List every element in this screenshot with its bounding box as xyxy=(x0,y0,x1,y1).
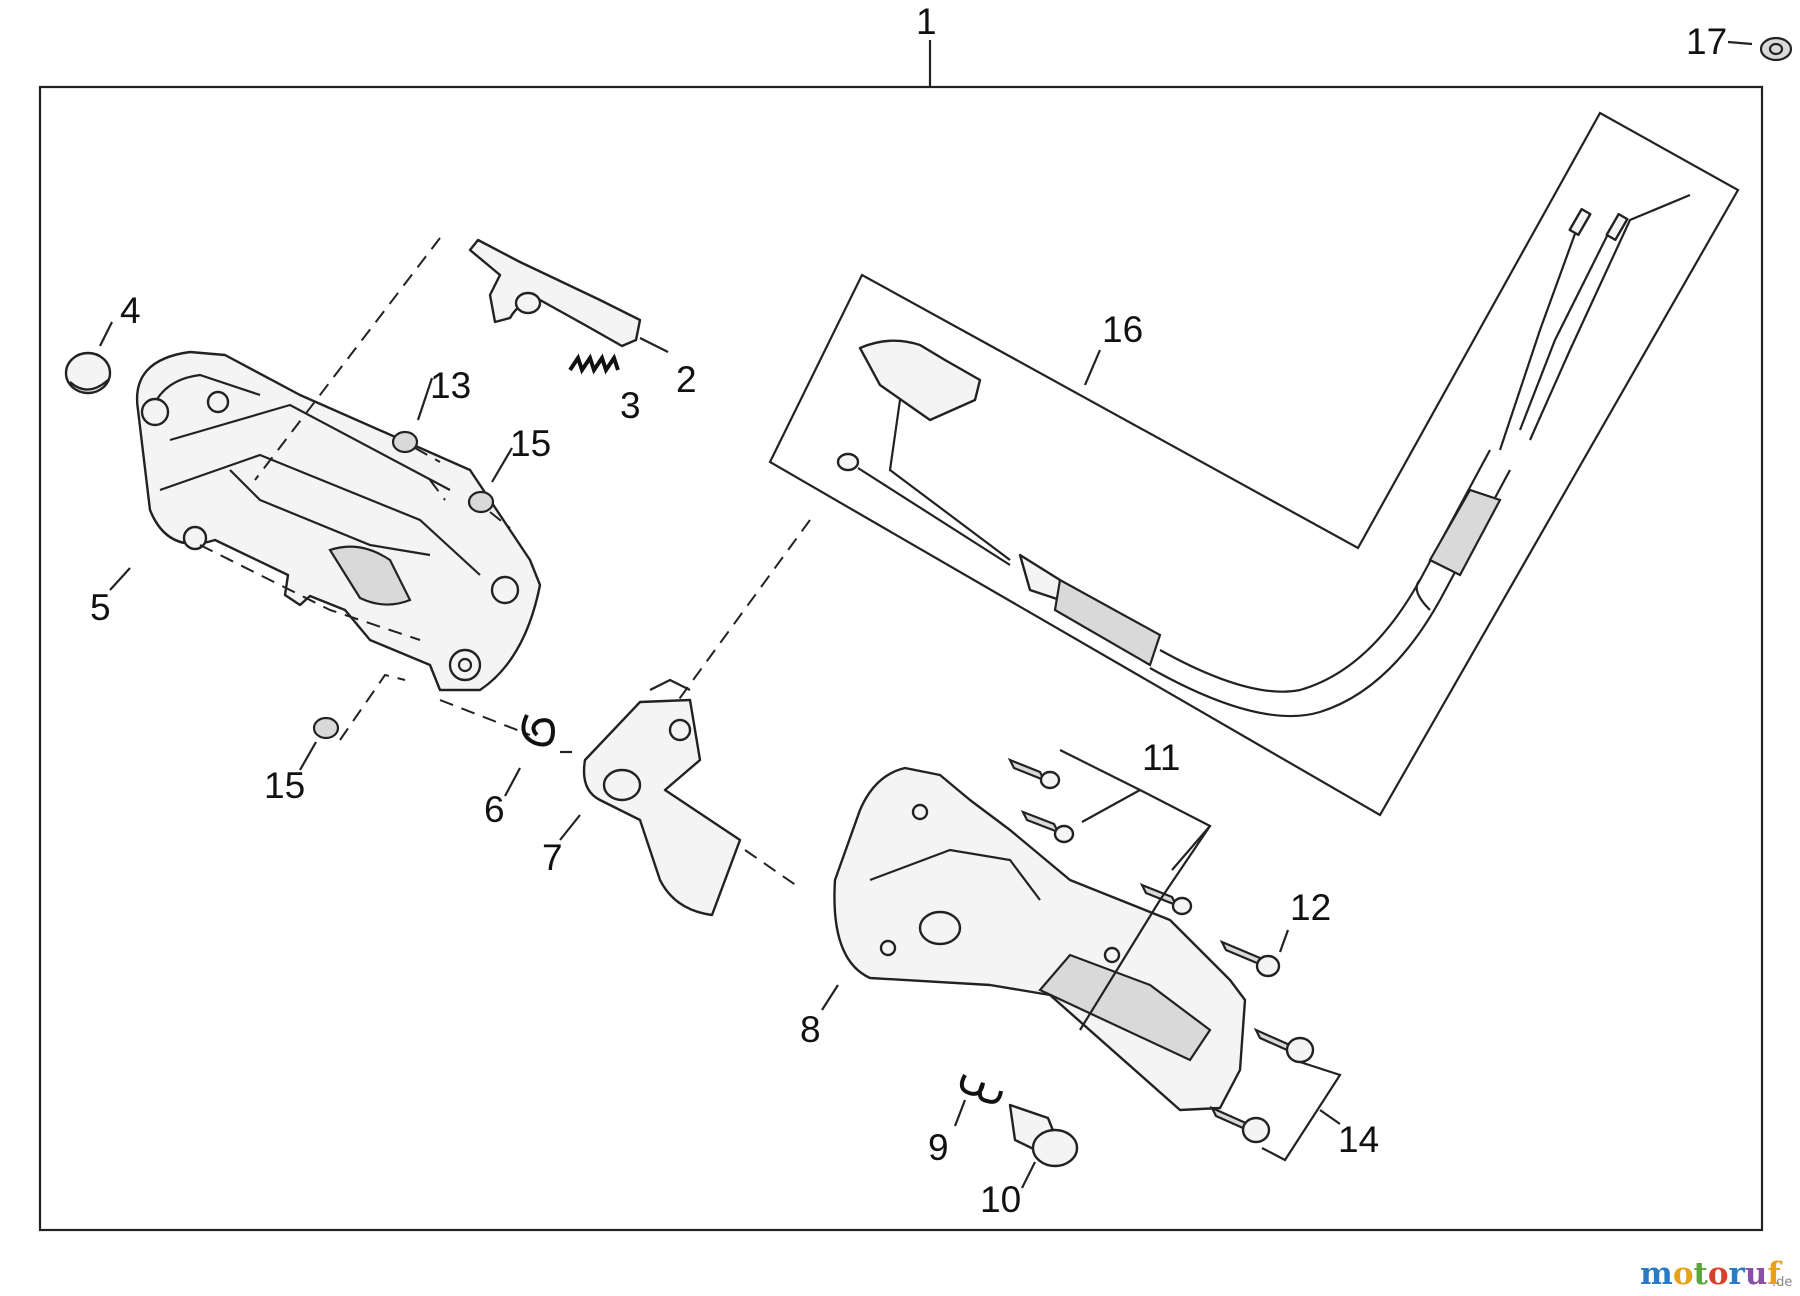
label-11: 11 xyxy=(1142,737,1180,778)
dash-left-low xyxy=(199,544,421,641)
label-2: 2 xyxy=(676,359,697,400)
frame-16 xyxy=(768,111,1740,817)
label-10: 10 xyxy=(980,1179,1021,1220)
label-15-lower: 15 xyxy=(264,765,305,806)
label-3: 3 xyxy=(620,385,641,426)
label-8: 8 xyxy=(800,1009,821,1050)
label-7: 7 xyxy=(542,837,563,878)
label-4: 4 xyxy=(120,290,141,331)
watermark-letter: o xyxy=(1708,1256,1729,1292)
dash-8 xyxy=(744,849,801,889)
label-5: 5 xyxy=(90,587,111,628)
part-3-spring xyxy=(568,353,620,375)
assembly-frame xyxy=(38,85,1764,1232)
part-4-cap xyxy=(64,321,113,395)
watermark-letter: m xyxy=(1640,1256,1673,1292)
part-15-nut-upper xyxy=(467,447,513,514)
watermark-letter: t xyxy=(1694,1256,1709,1292)
part-12-screw xyxy=(1219,929,1290,978)
watermark-suffix: .de xyxy=(1772,1275,1792,1290)
label-17: 17 xyxy=(1686,21,1727,62)
watermark-letter: f xyxy=(1767,1256,1782,1292)
watermark-letter: u xyxy=(1745,1256,1768,1292)
part-8-handle-half xyxy=(821,766,1247,1112)
part-9-spring xyxy=(953,1074,1003,1127)
watermark-letter: o xyxy=(1673,1256,1694,1292)
label-16: 16 xyxy=(1102,309,1143,350)
part-11-screws xyxy=(1007,749,1212,1031)
watermark-letter: r xyxy=(1729,1256,1746,1292)
label-13: 13 xyxy=(430,365,471,406)
dash-2 xyxy=(254,237,441,481)
label-15-upper: 15 xyxy=(510,423,551,464)
leader-15-upper xyxy=(429,479,446,501)
part-10-button xyxy=(1008,1103,1079,1189)
label-14: 14 xyxy=(1338,1119,1379,1160)
label-9: 9 xyxy=(928,1127,949,1168)
watermark: motoruf xyxy=(1640,1256,1782,1292)
dash-13 xyxy=(414,447,441,463)
label-1: 1 xyxy=(916,1,937,42)
dash-15-lower xyxy=(339,673,406,741)
part-14-screws xyxy=(1209,1027,1342,1162)
part-16-cable xyxy=(836,193,1691,718)
part-17-nut xyxy=(1727,36,1793,62)
dash-6 xyxy=(439,699,531,736)
part-2-lever xyxy=(468,238,669,353)
leader-16 xyxy=(1083,349,1102,386)
part-6-torsion-spring xyxy=(504,714,572,797)
part-7-trigger xyxy=(559,678,742,917)
part-15-nut-lower xyxy=(299,716,340,771)
label-6: 6 xyxy=(484,789,505,830)
part-13-nut xyxy=(391,377,434,454)
dash-16 xyxy=(619,519,811,781)
part-5-handle-housing xyxy=(109,350,542,692)
dash-15-upper xyxy=(489,511,511,529)
label-12: 12 xyxy=(1290,887,1331,928)
